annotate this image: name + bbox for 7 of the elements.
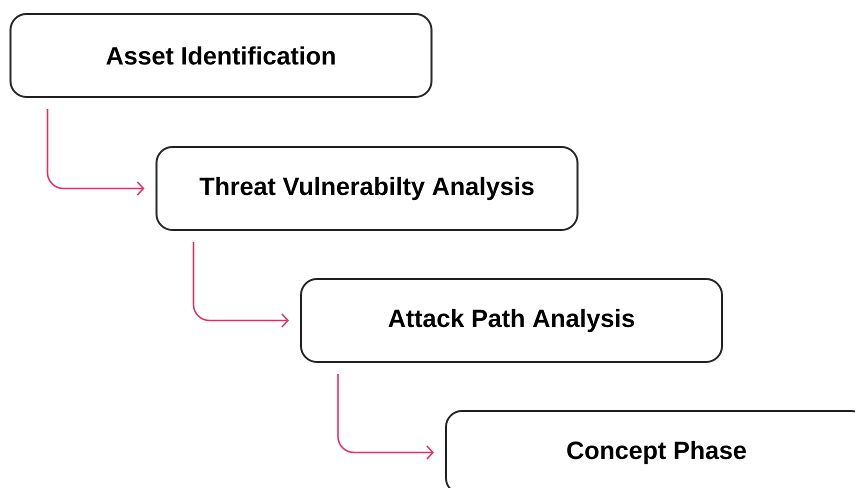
process-box: Attack Path Analysis: [300, 278, 723, 363]
process-box: Asset Identification: [10, 13, 432, 98]
process-box: Threat Vulnerabilty Analysis: [156, 146, 578, 231]
arrow: [192, 242, 289, 328]
arrow: [337, 374, 434, 460]
arrow: [46, 109, 144, 196]
process-box: Concept Phase: [445, 410, 855, 488]
